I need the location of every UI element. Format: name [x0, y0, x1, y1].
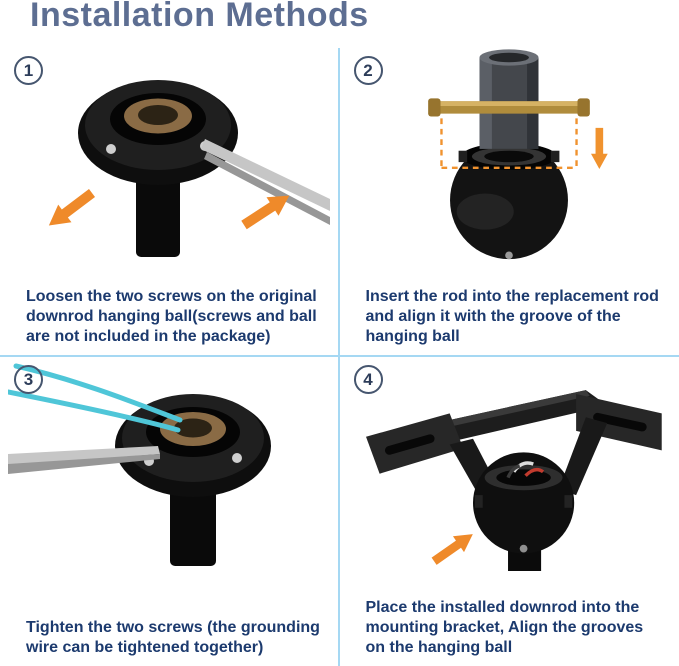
hanging-ball — [450, 141, 569, 260]
screw — [505, 251, 514, 260]
step-number-badge: 4 — [353, 365, 383, 394]
bracket-slot — [593, 412, 647, 432]
groove-notch — [551, 150, 560, 163]
step-caption: Loosen the two screws on the original do… — [26, 287, 317, 345]
step-2-photo — [340, 48, 679, 262]
step-caption: Tighten the two screws (the grounding wi… — [26, 618, 320, 656]
screwdriver — [7, 446, 160, 474]
step-panel-2: 2 — [339, 48, 679, 357]
step-4-illustration — [366, 390, 662, 571]
step-number-badge: 1 — [14, 56, 43, 85]
groove-notch — [458, 150, 468, 163]
wire — [506, 464, 521, 479]
cross-pin — [428, 98, 591, 117]
mounting-bracket — [366, 390, 662, 500]
step-1-photo — [0, 48, 338, 262]
groove-notch — [475, 495, 483, 508]
arrow-icon — [241, 195, 290, 230]
step-1-illustration — [48, 80, 330, 257]
hanging-ball — [114, 394, 271, 497]
arrow-icon — [431, 534, 474, 565]
step-4-photo — [340, 357, 679, 571]
hanging-ball — [77, 80, 238, 185]
step-panel-3: 3 — [0, 357, 340, 666]
alignment-guide — [440, 118, 578, 170]
step-caption: Insert the rod into the replacement rod … — [365, 287, 659, 345]
screw — [105, 144, 116, 154]
screw — [519, 544, 528, 553]
page-title: Installation Methods — [30, 0, 369, 34]
screw — [231, 453, 242, 463]
arrow-icon — [48, 189, 95, 226]
bracket-slot — [385, 434, 435, 455]
hanging-ball — [473, 452, 575, 554]
step-caption: Place the installed downrod into the mou… — [365, 598, 644, 656]
step-panel-1: 1 — [0, 48, 340, 357]
downrod — [135, 173, 180, 257]
downrod — [508, 547, 542, 571]
step-number-badge: 2 — [353, 56, 383, 85]
groove-notch — [564, 495, 573, 508]
steps-grid: 1 — [0, 48, 679, 666]
downrod — [169, 486, 216, 566]
arrow-icon — [591, 127, 608, 169]
step-2-illustration — [428, 49, 608, 260]
step-panel-4: 4 — [339, 357, 679, 666]
step-3-photo — [0, 357, 338, 571]
replacement-rod — [479, 49, 539, 149]
wire — [524, 467, 545, 477]
step-3-illustration — [7, 363, 271, 566]
step-number-badge: 3 — [14, 365, 43, 394]
screwdriver — [200, 139, 330, 225]
